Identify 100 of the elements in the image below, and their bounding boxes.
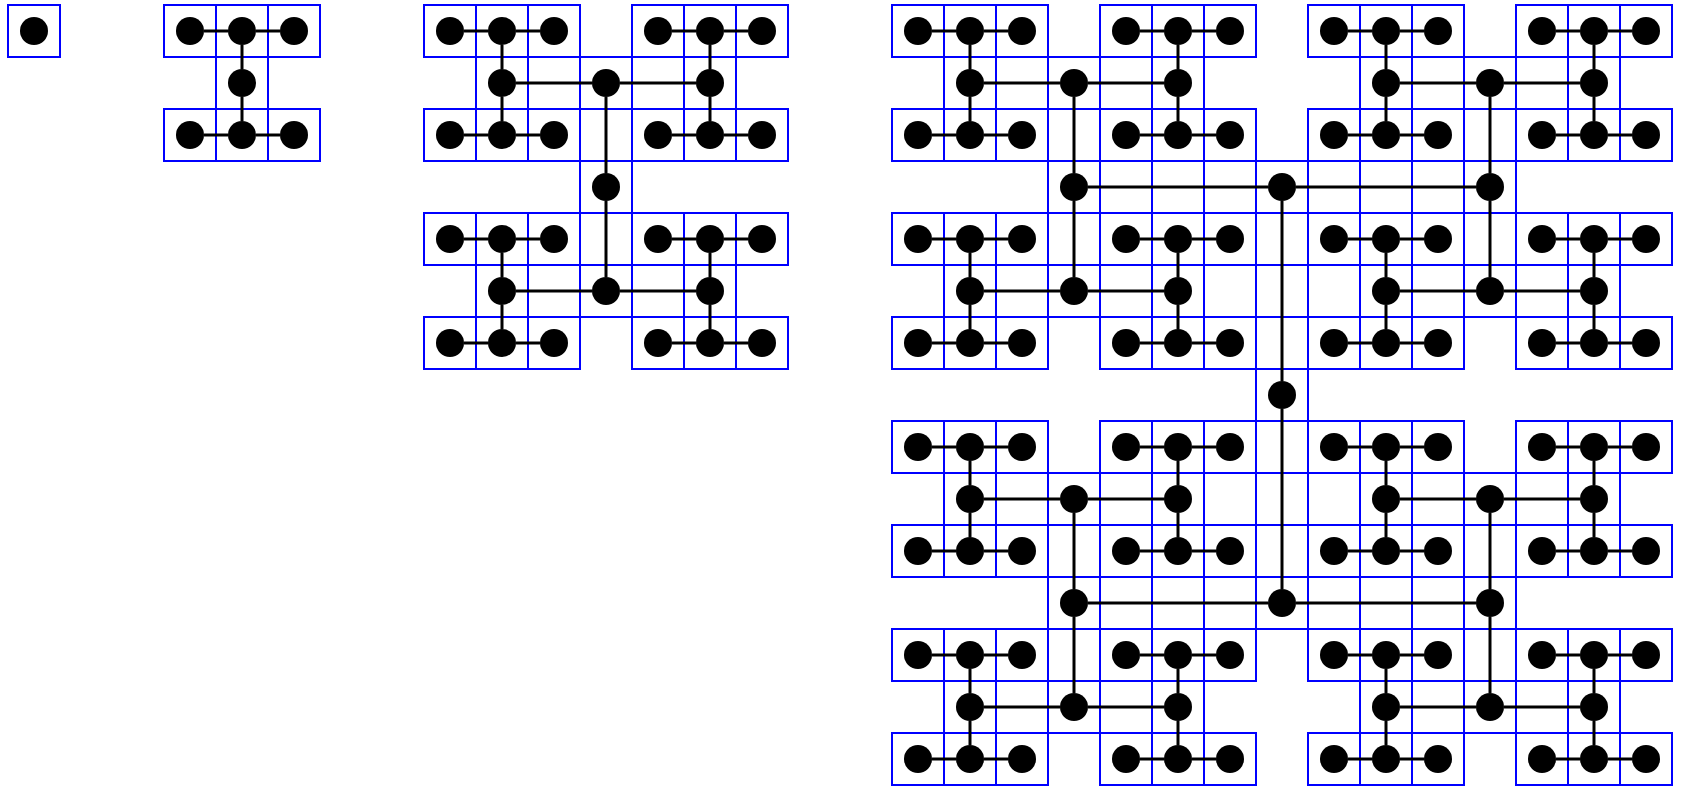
node-dot	[1580, 693, 1608, 721]
connector-line	[708, 45, 712, 69]
connector-line	[204, 133, 228, 137]
connector-line	[1072, 617, 1076, 693]
node-dot	[956, 537, 984, 565]
node-dot	[176, 121, 204, 149]
node-dot	[1372, 433, 1400, 461]
connector-line	[464, 133, 488, 137]
connector-line	[1192, 757, 1216, 761]
connector-line	[932, 133, 956, 137]
node-dot	[1008, 17, 1036, 45]
node-dot	[956, 433, 984, 461]
node-dot	[1320, 537, 1348, 565]
connector-line	[1400, 29, 1424, 33]
node-dot	[1476, 277, 1504, 305]
node-dot	[1112, 225, 1140, 253]
connector-line	[1556, 445, 1580, 449]
connector-line	[932, 29, 956, 33]
connector-line	[1592, 513, 1596, 537]
connector-line	[1072, 97, 1076, 173]
connector-line	[500, 305, 504, 329]
node-dot	[1060, 69, 1088, 97]
connector-line	[968, 305, 972, 329]
connector-line	[1504, 497, 1580, 501]
node-dot	[1372, 69, 1400, 97]
node-dot	[1060, 589, 1088, 617]
connector-line	[1280, 201, 1284, 381]
connector-line	[932, 445, 956, 449]
node-dot	[1008, 641, 1036, 669]
connector-line	[708, 97, 712, 121]
connector-line	[620, 289, 696, 293]
connector-line	[240, 97, 244, 121]
node-dot	[956, 121, 984, 149]
connector-line	[932, 757, 956, 761]
connector-line	[1192, 341, 1216, 345]
connector-line	[1608, 549, 1632, 553]
node-dot	[956, 745, 984, 773]
node-dot	[488, 121, 516, 149]
node-dot	[1320, 641, 1348, 669]
node-dot	[1476, 693, 1504, 721]
node-dot	[1112, 17, 1140, 45]
connector-line	[708, 253, 712, 277]
node-dot	[1632, 329, 1660, 357]
node-dot	[1372, 641, 1400, 669]
connector-line	[708, 305, 712, 329]
node-dot	[1580, 485, 1608, 513]
connector-line	[1608, 29, 1632, 33]
connector-line	[1088, 705, 1164, 709]
connector-line	[1556, 29, 1580, 33]
node-dot	[1164, 745, 1192, 773]
connector-line	[516, 289, 592, 293]
connector-line	[516, 29, 540, 33]
node-dot	[228, 17, 256, 45]
node-dot	[1008, 121, 1036, 149]
connector-line	[1592, 253, 1596, 277]
node-dot	[644, 17, 672, 45]
node-dot	[644, 329, 672, 357]
connector-line	[464, 237, 488, 241]
connector-line	[1348, 29, 1372, 33]
connector-line	[1072, 201, 1076, 277]
node-dot	[1528, 329, 1556, 357]
connector-line	[620, 81, 696, 85]
node-dot	[488, 17, 516, 45]
node-dot	[1528, 433, 1556, 461]
node-dot	[1580, 69, 1608, 97]
node-dot	[956, 329, 984, 357]
node-dot	[436, 121, 464, 149]
connector-line	[1192, 133, 1216, 137]
connector-line	[1556, 653, 1580, 657]
connector-line	[1072, 513, 1076, 589]
node-dot	[488, 329, 516, 357]
node-dot	[1164, 537, 1192, 565]
connector-line	[672, 341, 696, 345]
connector-line	[968, 97, 972, 121]
node-dot	[904, 329, 932, 357]
connector-line	[516, 237, 540, 241]
node-dot	[280, 17, 308, 45]
connector-line	[1400, 497, 1476, 501]
connector-line	[1400, 289, 1476, 293]
node-dot	[1580, 277, 1608, 305]
node-dot	[1476, 69, 1504, 97]
node-dot	[1164, 693, 1192, 721]
node-dot	[696, 17, 724, 45]
node-dot	[696, 225, 724, 253]
node-dot	[1008, 329, 1036, 357]
node-dot	[1580, 641, 1608, 669]
connector-line	[724, 237, 748, 241]
connector-line	[968, 253, 972, 277]
connector-line	[1348, 757, 1372, 761]
connector-line	[1592, 669, 1596, 693]
node-dot	[1320, 121, 1348, 149]
node-dot	[540, 225, 568, 253]
node-dot	[904, 121, 932, 149]
node-dot	[1580, 537, 1608, 565]
connector-line	[984, 705, 1060, 709]
node-dot	[956, 69, 984, 97]
node-dot	[1060, 173, 1088, 201]
node-dot	[540, 329, 568, 357]
node-dot	[1008, 537, 1036, 565]
node-dot	[540, 17, 568, 45]
